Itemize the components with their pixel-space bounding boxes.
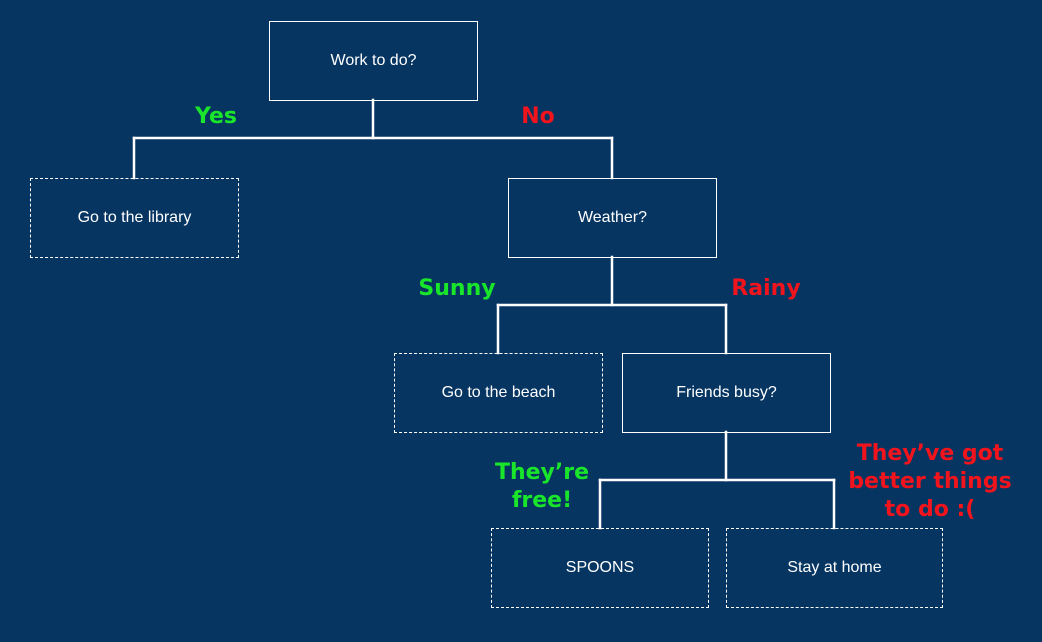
- node-weather-label: Weather?: [577, 209, 648, 226]
- node-spoons-label: SPOONS: [565, 559, 635, 576]
- node-work-to-do-label: Work to do?: [330, 52, 417, 69]
- node-friends-busy: Friends busy?: [622, 353, 831, 433]
- node-go-to-library: Go to the library: [30, 178, 239, 258]
- branch-label-no: No: [521, 104, 555, 129]
- branch-label-better-things: They’ve got better things to do :(: [832, 440, 1028, 524]
- node-stay-at-home: Stay at home: [726, 528, 943, 608]
- node-spoons: SPOONS: [491, 528, 709, 608]
- branch-label-theyre-free-line1: They’re: [494, 460, 590, 485]
- branch-label-rainy: Rainy: [731, 276, 801, 301]
- branch-label-better-things-line1: They’ve got: [856, 441, 1004, 466]
- branch-label-sunny: Sunny: [418, 276, 496, 301]
- node-stay-at-home-label: Stay at home: [787, 559, 882, 576]
- node-friends-busy-label: Friends busy?: [676, 384, 777, 401]
- node-work-to-do: Work to do?: [269, 21, 478, 101]
- branch-label-theyre-free-line2: free!: [511, 488, 573, 513]
- branch-label-yes: Yes: [195, 104, 237, 129]
- branch-label-better-things-line3: to do :(: [884, 497, 976, 522]
- branch-label-theyre-free: They’re free!: [472, 459, 612, 515]
- branch-label-better-things-line2: better things: [848, 469, 1012, 494]
- node-go-to-beach: Go to the beach: [394, 353, 603, 433]
- node-weather: Weather?: [508, 178, 717, 258]
- node-go-to-beach-label: Go to the beach: [441, 384, 556, 401]
- node-go-to-library-label: Go to the library: [77, 209, 192, 226]
